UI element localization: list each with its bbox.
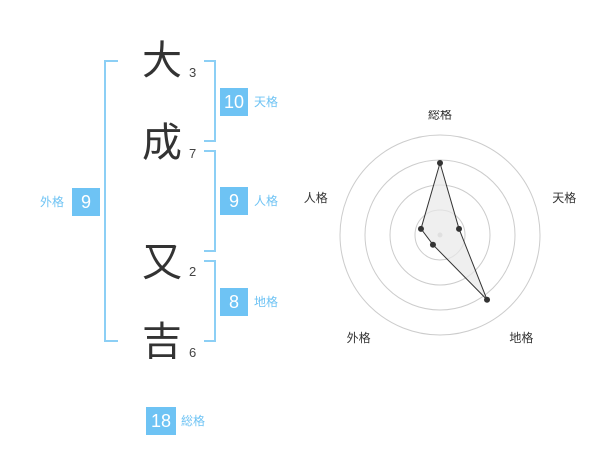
char-1: 大 <box>142 38 182 84</box>
radar-point-5 <box>417 225 424 232</box>
char-3: 又 <box>142 240 182 286</box>
tenkaku-bracket <box>204 60 216 142</box>
jinkaku-value: 9 <box>220 187 248 215</box>
soukaku-label: 総格 <box>181 414 206 428</box>
chikaku-bracket <box>204 260 216 342</box>
soukaku-value: 18 <box>146 407 176 435</box>
radar-point-4 <box>429 241 436 248</box>
radar-point-2 <box>456 225 463 232</box>
tenkaku-label: 天格 <box>254 95 279 109</box>
radar-axis-label-3: 地格 <box>509 330 533 345</box>
tenkaku-value: 10 <box>220 88 248 116</box>
jinkaku-bracket <box>204 150 216 252</box>
radar-axis-label-1: 総格 <box>428 110 452 122</box>
jinkaku-label: 人格 <box>254 194 279 208</box>
radar-point-3 <box>484 296 491 303</box>
radar-point-1 <box>437 160 443 166</box>
gaikaku-label: 外格 <box>40 195 65 209</box>
radar-axis-label-4: 外格 <box>347 330 371 345</box>
radar-axis-label-2: 天格 <box>552 190 576 205</box>
radar-ring-4 <box>339 134 541 336</box>
char-1-strokes: 3 <box>189 65 197 80</box>
radar-axis-label-5: 人格 <box>304 190 328 205</box>
char-3-strokes: 2 <box>189 264 197 279</box>
char-2-strokes: 7 <box>189 146 197 161</box>
chikaku-value: 8 <box>220 288 248 316</box>
gaikaku-bracket <box>104 60 118 342</box>
char-2: 成 <box>142 120 182 166</box>
radar-polygon <box>420 161 488 301</box>
gaikaku-value: 9 <box>72 188 100 216</box>
char-4-strokes: 6 <box>189 345 197 360</box>
chikaku-label: 地格 <box>254 295 279 309</box>
char-4: 吉 <box>142 319 182 365</box>
